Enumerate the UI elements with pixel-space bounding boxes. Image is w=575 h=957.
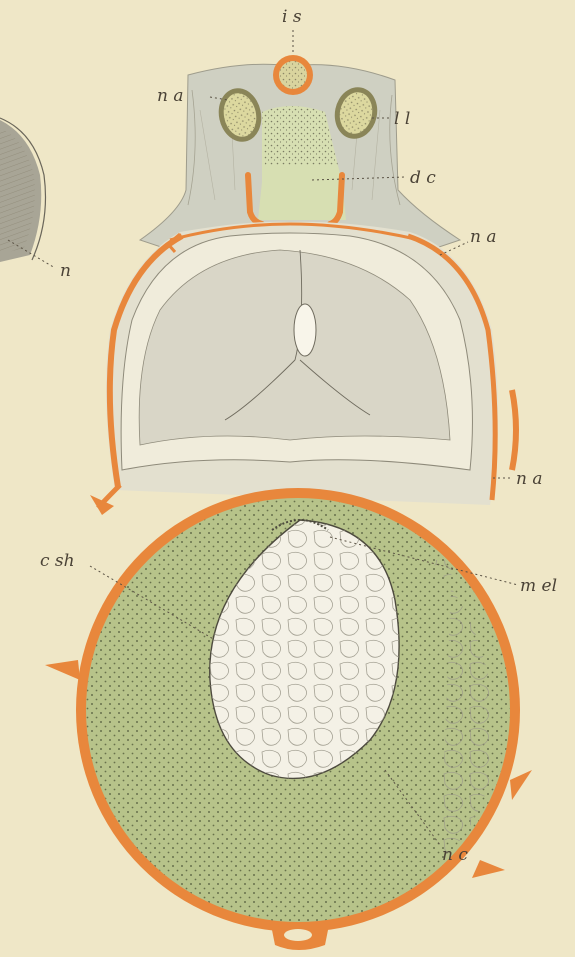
label-dc: d c <box>410 168 436 188</box>
adjacent-section-fragment <box>0 118 46 262</box>
label-ll: l l <box>394 109 410 129</box>
label-na-right-lower: n a <box>516 469 543 489</box>
interspinal-ring <box>273 55 313 95</box>
label-nc: n c <box>442 845 468 865</box>
label-n-left: n <box>60 261 71 281</box>
label-na-right-upper: n a <box>470 227 497 247</box>
spinal-cord <box>121 233 472 470</box>
label-csh: c sh <box>40 551 75 571</box>
label-mel: m el <box>520 576 557 596</box>
label-na-top: n a <box>157 86 184 106</box>
label-is: i s <box>282 7 302 27</box>
